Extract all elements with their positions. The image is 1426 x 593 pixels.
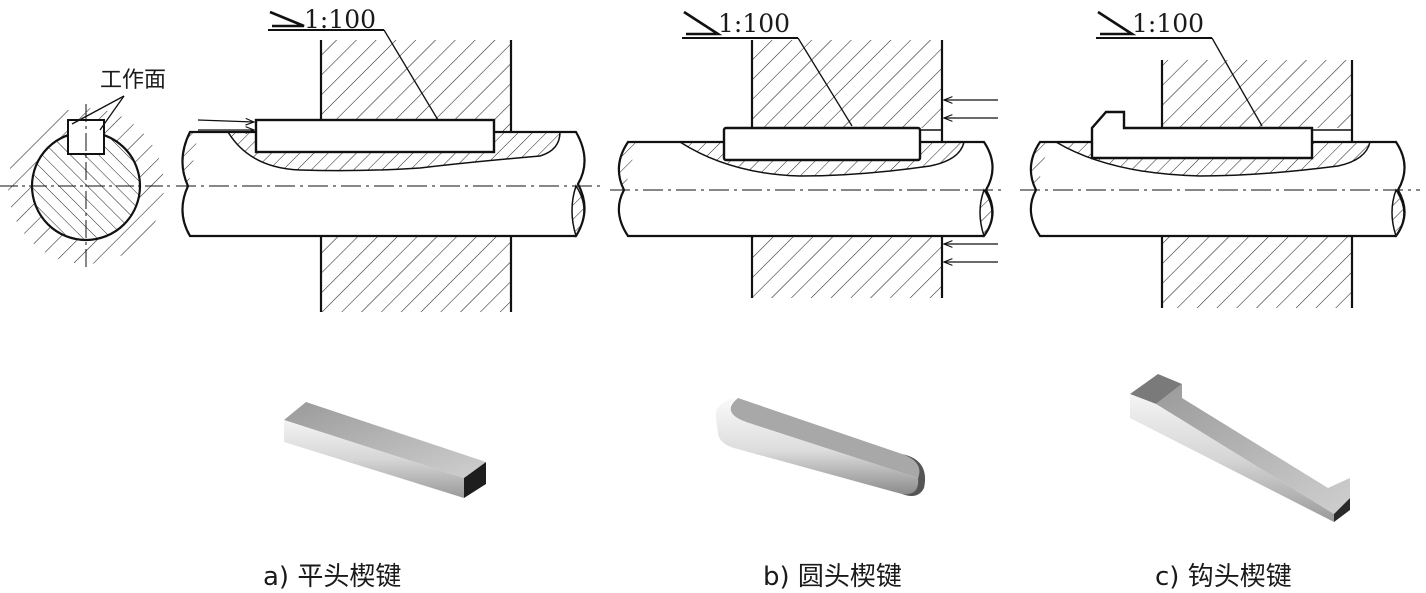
round-head-key-3d <box>715 398 926 496</box>
assembly-b-round-head: 1:100 <box>610 9 1006 298</box>
working-face-label: 工作面 <box>100 68 166 93</box>
taper-label-c: 1:100 <box>1132 9 1204 38</box>
caption-b: b) 圆头楔键 <box>763 562 902 592</box>
assembly-c-hook-head: 1:100 <box>1020 9 1420 308</box>
shaft-cross-section: 工作面 <box>0 68 170 268</box>
caption-c: c) 钩头楔键 <box>1155 562 1292 592</box>
hook-head-key-3d <box>1130 374 1350 522</box>
taper-label-b: 1:100 <box>718 9 790 38</box>
flat-head-key-3d <box>284 402 486 498</box>
assembly-a-flat-head: 1:100 <box>176 5 600 312</box>
taper-label-a: 1:100 <box>304 5 376 34</box>
caption-a: a) 平头楔键 <box>263 562 401 592</box>
